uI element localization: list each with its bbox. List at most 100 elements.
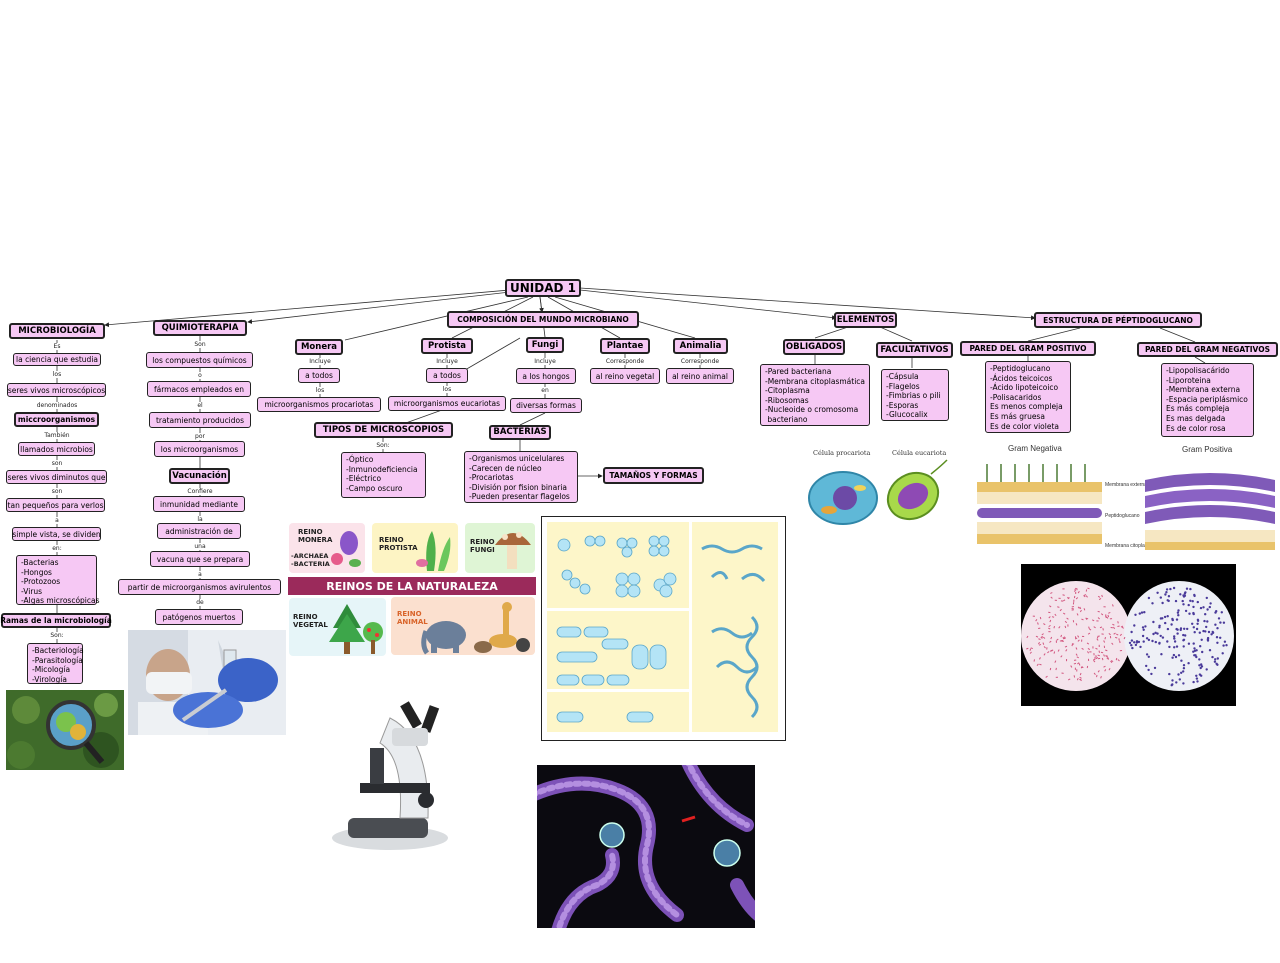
gram-positiva-caption: Gram Positiva (1182, 445, 1233, 454)
connector-label: los (441, 386, 453, 393)
reinos-banner: REINOS DE LA NATURALEZA (288, 577, 536, 595)
monera-node[interactable]: Monera (295, 339, 343, 355)
connector-label: en (540, 387, 550, 394)
concept-node[interactable]: tan pequeños para verlos (6, 498, 105, 512)
microscopios-list-node[interactable]: -Óptico -Inmunodeficiencia -Eléctrico -C… (341, 452, 426, 498)
concept-node[interactable]: tratamiento producidos (149, 412, 251, 428)
animalia-node[interactable]: Animalia (673, 338, 728, 354)
reino-monera-sub: -ARCHAEA -BACTERIA (291, 552, 330, 568)
concept-node[interactable]: microorganismos procariotas (257, 397, 381, 412)
connector-label: Corresponde (679, 358, 721, 365)
elementos-node[interactable]: ELEMENTOS (834, 312, 897, 328)
peptidoglucano-node[interactable]: ESTRUCTURA DE PÉPTIDOGLUCANO (1034, 312, 1202, 328)
connector-label: También (43, 432, 71, 439)
connector-label: Incluye (308, 358, 332, 365)
concept-node[interactable]: los compuestos químicos (146, 352, 253, 368)
bacteria-shapes-image (541, 516, 786, 741)
protista-node[interactable]: Protista (421, 338, 473, 354)
concept-node[interactable]: a todos (426, 368, 468, 383)
reino-monera-label: REINO MONERA (298, 528, 333, 544)
gram-positivo-node[interactable]: PARED DEL GRAM POSITIVO (960, 341, 1096, 356)
connector-label: en: (51, 545, 63, 552)
connector-label: a (197, 571, 203, 578)
connector-label: Son: (375, 442, 391, 449)
gram-negativo-node[interactable]: PARED DEL GRAM NEGATIVOS (1137, 342, 1278, 357)
reino-vegetal-card (289, 598, 386, 656)
ramas-node[interactable]: Ramas de la microbiología (0, 613, 112, 628)
concept-node[interactable]: microorganismos eucariotas (388, 396, 506, 411)
streptococci-darkfield-image (537, 765, 755, 928)
microbiologia-node[interactable]: MICROBIOLOGÍA (9, 323, 105, 339)
concept-node[interactable]: seres vivos microscópicos (7, 383, 106, 397)
root-node[interactable]: UNIDAD 1 (505, 279, 581, 297)
connector-label: de (195, 599, 205, 606)
tamanos-formas-node[interactable]: TAMAÑOS Y FORMAS (603, 467, 704, 484)
concept-node[interactable]: al reino vegetal (590, 368, 660, 384)
connector-label: Es (52, 343, 62, 350)
concept-node[interactable]: simple vista, se dividen (12, 527, 101, 541)
connector-label: por (194, 433, 206, 440)
layer-label-membrana-externa: Membrana externa (1105, 482, 1147, 488)
connector-label: una (193, 543, 207, 550)
connector-label: a (54, 517, 60, 524)
cell-diagram-image (805, 458, 950, 530)
bacterias-node[interactable]: BACTERIAS (489, 425, 551, 440)
reino-vegetal-label: REINO VEGETAL (293, 613, 328, 629)
vacunacion-node[interactable]: Vacunación (169, 468, 230, 484)
microscopios-node[interactable]: TIPOS DE MICROSCOPIOS (314, 422, 453, 438)
concept-node[interactable]: los microorganismos (154, 441, 245, 457)
reino-monera-card (289, 523, 365, 573)
connector-label: Confiere (186, 488, 214, 495)
connector-label: denominados (35, 402, 79, 409)
connector-label: los (314, 387, 326, 394)
cell-caption-procariota: Célula procariota (813, 449, 871, 457)
plantae-node[interactable]: Plantae (600, 338, 650, 354)
connector-label: Incluye (435, 358, 459, 365)
concept-node[interactable]: la ciencia que estudia (13, 353, 101, 366)
concept-node[interactable]: diversas formas (510, 398, 582, 413)
reino-animal-card (391, 597, 535, 655)
obligados-node[interactable]: OBLIGADOS (783, 339, 845, 355)
concept-node[interactable]: vacuna que se prepara (150, 551, 250, 567)
concept-node[interactable]: a todos (298, 368, 340, 383)
layer-label-membrana-citoplasmatica: Membrana citoplasmática (1105, 543, 1162, 549)
concept-node[interactable]: seres vivos diminutos que (6, 470, 107, 484)
connector-label: o (197, 372, 203, 379)
concept-node[interactable]: administración de (157, 523, 241, 539)
divisions-list-node[interactable]: -Bacterias -Hongos -Protozoos -Virus -Al… (16, 555, 100, 605)
bacterias-list-node[interactable]: -Organismos unicelulares -Carecen de núc… (464, 451, 578, 503)
microscope-image (330, 688, 450, 858)
concept-node[interactable]: al reino animal (666, 368, 734, 384)
vaccine-photo (128, 630, 286, 735)
concept-node[interactable]: a los hongos (516, 368, 576, 384)
gram-negativo-list-node[interactable]: -Lipopolisacárido -Liporoteina -Membrana… (1161, 363, 1254, 437)
connector-label: los (51, 371, 63, 378)
connector-label: la (196, 516, 204, 523)
concept-node[interactable]: patógenos muertos (155, 609, 243, 625)
reino-fungi-card (465, 523, 535, 573)
quimioterapia-node[interactable]: QUIMIOTERAPIA (153, 320, 247, 336)
connector-label: Corresponde (604, 358, 646, 365)
gram-negativa-caption: Gram Negativa (1008, 444, 1062, 453)
connector-label: el (196, 402, 204, 409)
layer-label-peptidoglucano: Peptidoglucano (1105, 513, 1140, 519)
fungi-node[interactable]: Fungi (526, 337, 564, 353)
magnifier-image (6, 690, 124, 770)
gram-positivo-list-node[interactable]: -Peptidoglucano -Ácidos teicoicos -Ácido… (985, 361, 1071, 433)
reino-animal-label: REINO ANIMAL (397, 610, 428, 626)
facultativos-list-node[interactable]: -Cápsula -Flagelos -Fimbrias o pili -Esp… (881, 369, 949, 421)
connector-label: Son (193, 341, 207, 348)
concept-node[interactable]: fármacos empleados en (147, 381, 251, 397)
gram-stain-micrograph (1021, 564, 1236, 706)
reino-protista-label: REINO PROTISTA (379, 536, 418, 552)
facultativos-node[interactable]: FACULTATIVOS (876, 342, 953, 358)
connector-label: Incluye (533, 358, 557, 365)
microorganismos-node[interactable]: miccroorganismos (14, 412, 99, 427)
concept-node[interactable]: llamados microbios (18, 442, 95, 456)
obligados-list-node[interactable]: -Pared bacteriana -Membrana citoplasmáti… (760, 364, 870, 426)
cell-caption-eucariota: Célula eucariota (892, 449, 947, 457)
composicion-node[interactable]: COMPOSICIÓN DEL MUNDO MICROBIANO (447, 311, 639, 328)
concept-node[interactable]: partir de microorganismos avirulentos (118, 579, 281, 595)
ramas-list-node[interactable]: -Bacteriología -Parasitología -Micología… (27, 643, 84, 684)
concept-node[interactable]: inmunidad mediante (153, 496, 245, 512)
